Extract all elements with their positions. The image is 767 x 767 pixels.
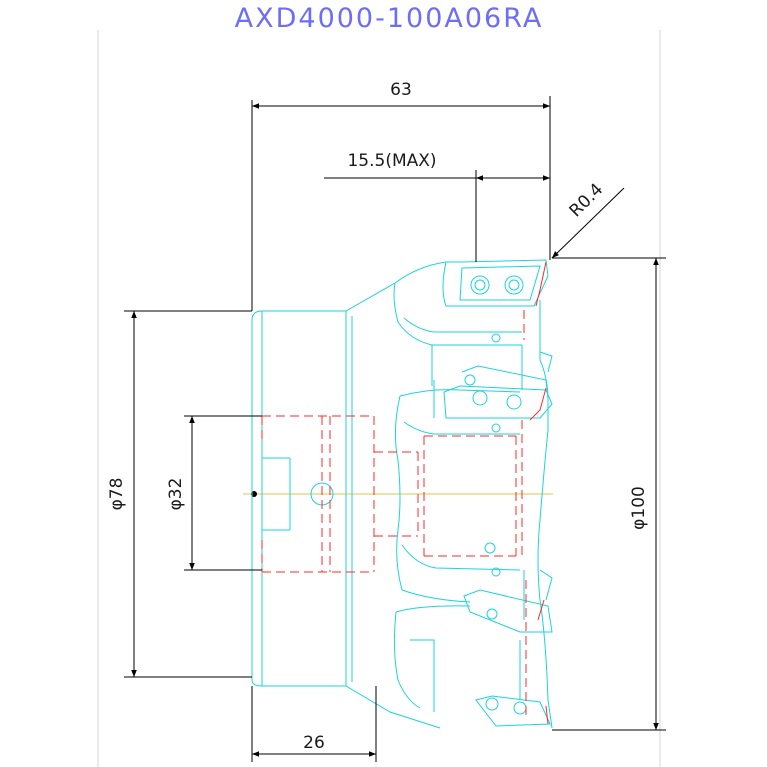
dim-cut-depth: 15.5(MAX)	[324, 151, 550, 262]
hidden-bore-lines	[261, 310, 527, 720]
dim-cut-depth-label: 15.5(MAX)	[347, 151, 436, 171]
cutter-body-outline	[251, 259, 553, 729]
dim-overall-length-label: 63	[390, 80, 412, 100]
dim-shank-diameter-label: φ78	[107, 478, 127, 511]
frame-lines	[97, 30, 661, 767]
insert-edge-lines	[529, 261, 549, 725]
dim-bore-diameter-label: φ32	[166, 478, 186, 511]
drawing-title: AXD4000-100A06RA	[235, 3, 544, 34]
dim-flange-length-label: 26	[303, 733, 325, 753]
dim-corner-radius-label: R0.4	[566, 180, 608, 222]
dim-cutter-diameter: φ100	[552, 257, 666, 731]
dim-bore-diameter: φ32	[166, 415, 262, 571]
dim-shank-diameter: φ78	[107, 310, 252, 678]
dim-flange-length: 26	[251, 686, 377, 762]
dim-corner-radius: R0.4	[551, 180, 625, 259]
dim-cutter-diameter-label: φ100	[629, 486, 649, 530]
dim-overall-length: 63	[251, 80, 551, 311]
